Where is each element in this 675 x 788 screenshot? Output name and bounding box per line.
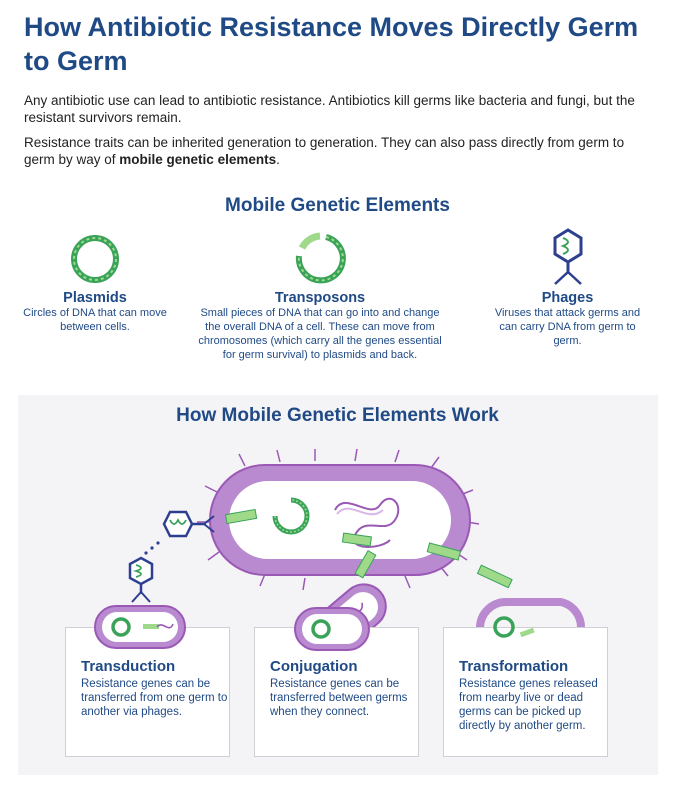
mge-phages-desc: Viruses that attack germs and can carry … [494,307,641,347]
card-conjugation-desc: Resistance genes can be transferred betw… [270,678,408,718]
card-transduction-title: Transduction [81,658,176,675]
mge-plasmids: Plasmids Circles of DNA that can move be… [20,290,170,334]
intro-paragraph-1: Any antibiotic use can lead to antibioti… [24,93,635,125]
intro-text: Resistance traits can be inherited gener… [24,135,625,167]
card-conjugation-title: Conjugation [270,658,358,675]
mge-section-title: Mobile Genetic Elements [225,195,450,216]
card-conjugation: Conjugation Resistance genes can be tran… [254,627,419,757]
transposon-icon [295,232,346,284]
intro-bold-term: mobile genetic elements [119,152,277,167]
mge-phages-name: Phages [541,290,594,306]
intro-period: . [276,152,280,167]
conjugation-recipient-bacterium [294,607,370,651]
free-phage-icon [128,556,154,603]
mge-transposons-name: Transposons [274,290,366,306]
mge-transposons-desc: Small pieces of DNA that can go into and… [198,307,442,361]
transduction-bacterium [94,605,186,649]
attached-phage-icon [162,510,215,538]
main-bacterium [197,448,480,591]
how-section-title: How Mobile Genetic Elements Work [176,405,499,426]
plasmid-icon [71,235,119,283]
card-transformation: Transformation Resistance genes released… [443,627,608,757]
mge-plasmids-name: Plasmids [63,290,127,306]
transformation-recipient-bacterium [493,616,535,638]
card-transformation-desc: Resistance genes released from nearby li… [459,678,598,732]
card-transduction-desc: Resistance genes can be transferred from… [81,678,228,718]
page-title: How Antibiotic Resistance Moves Directly… [24,12,639,76]
phage-icon [553,228,583,285]
intro-paragraph-2: Resistance traits can be inherited gener… [24,134,644,168]
card-transformation-title: Transformation [459,658,569,675]
mge-phages: Phages Viruses that attack germs and can… [490,290,645,348]
mge-plasmids-desc: Circles of DNA that can move between cel… [23,307,167,333]
mge-transposons: Transposons Small pieces of DNA that can… [195,290,445,362]
